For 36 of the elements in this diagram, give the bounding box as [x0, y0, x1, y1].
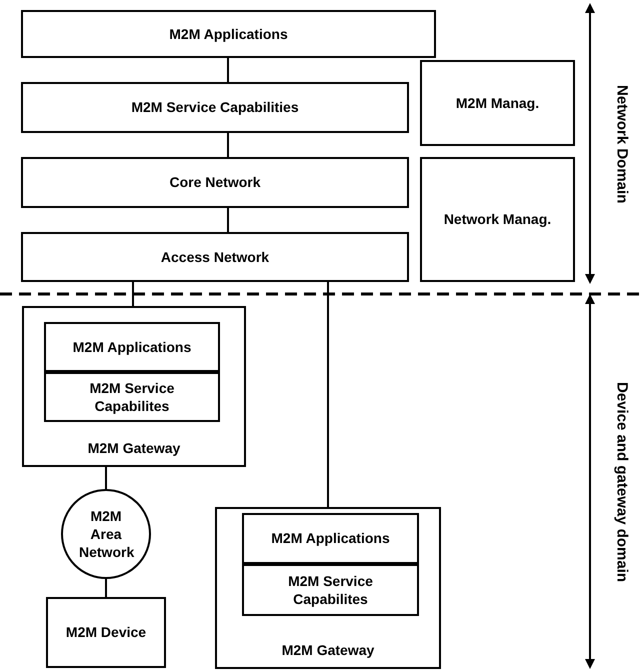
node-label: M2M Applications — [168, 24, 289, 44]
component-box — [44, 322, 220, 372]
gateway-box — [22, 306, 246, 467]
connector-line — [227, 58, 229, 82]
domain-label: Device and gateway domain — [612, 382, 632, 583]
node-label: M2M Service Capabilites — [287, 572, 374, 608]
component-box — [44, 372, 220, 422]
connector-line — [227, 133, 229, 157]
node-label: M2M Service Capabilites — [88, 378, 176, 416]
node-label: M2M Applications — [270, 529, 391, 548]
component-box — [420, 157, 575, 282]
component-box — [21, 157, 409, 208]
node-label: Network Manag. — [442, 210, 552, 229]
node-label: Access Network — [160, 248, 270, 266]
connector-line — [105, 579, 107, 597]
component-box — [21, 232, 409, 282]
component-box — [242, 513, 419, 564]
component-box — [46, 597, 166, 668]
domain-label: Network Domain — [612, 84, 632, 204]
node-label: Core Network — [168, 173, 262, 192]
component-box — [21, 82, 409, 133]
node-label: M2M Gateway — [280, 640, 376, 659]
node-label: M2M Area Network — [78, 506, 136, 562]
connector-line — [105, 467, 107, 489]
node-label: M2M Device — [64, 623, 148, 642]
connector-line — [132, 282, 134, 306]
component-box — [242, 564, 419, 616]
node-label: M2M Gateway — [86, 438, 182, 457]
component-box — [21, 10, 436, 58]
component-box — [420, 60, 575, 146]
connector-line — [227, 208, 229, 232]
gateway-box — [215, 507, 441, 669]
node-label: M2M Service Capabilities — [130, 98, 300, 117]
node-label: M2M Applications — [72, 338, 192, 356]
node-label: M2M Manag. — [454, 94, 540, 112]
connector-line — [327, 282, 329, 507]
